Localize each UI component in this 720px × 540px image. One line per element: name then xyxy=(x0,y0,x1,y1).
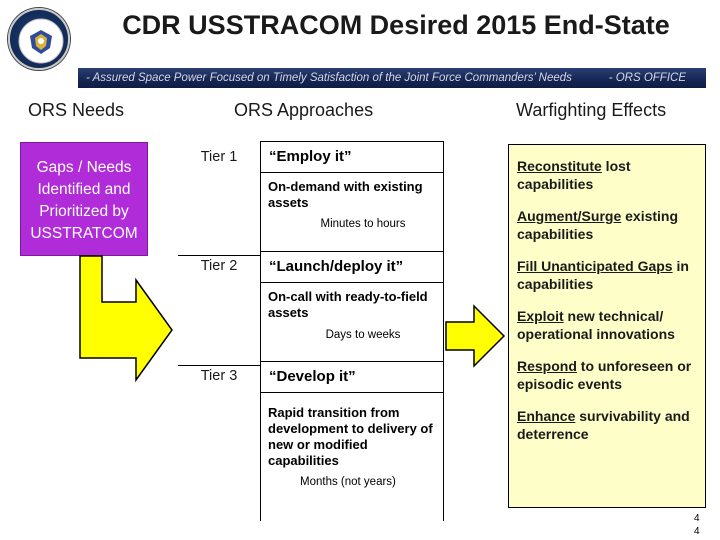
tier-block xyxy=(260,283,444,367)
needs-line: Gaps / Needs xyxy=(36,159,132,176)
tier-label: Tier 1 xyxy=(200,149,238,165)
subtitle-banner: - Assured Space Power Focused on Timely … xyxy=(78,68,706,88)
tier-timeframe: Days to weeks xyxy=(325,329,401,341)
effect-key: Reconstitute xyxy=(517,158,602,174)
effect-item: Enhance survivability and deterrence xyxy=(517,407,705,443)
page-number-line: 4 xyxy=(694,526,700,537)
tier-name: “Develop it” xyxy=(260,361,444,393)
tier-timeframe: Minutes to hours xyxy=(320,218,406,230)
page-number: 4 4 xyxy=(694,512,700,538)
column-header-approaches: ORS Approaches xyxy=(234,100,374,120)
effect-key: Respond xyxy=(517,358,577,374)
tier-label: Tier 3 xyxy=(200,368,238,384)
tier-description: On-demand with existing assets xyxy=(268,179,423,210)
effect-text: lost capabilities xyxy=(517,158,631,192)
needs-line: USSTRATCOM xyxy=(30,225,138,242)
effect-item: Exploit new technical/ operational innov… xyxy=(517,307,705,343)
bent-arrow xyxy=(79,255,173,383)
tier-description: Rapid transition from development to del… xyxy=(268,405,433,468)
right-arrow xyxy=(445,304,506,368)
needs-line: Prioritized by xyxy=(39,203,129,220)
needs-box: Gaps / Needs Identified and Prioritized … xyxy=(20,142,148,256)
effect-item: Fill Unanticipated Gaps in capabilities xyxy=(517,257,705,293)
effect-item: Augment/Surge existing capabilities xyxy=(517,207,705,243)
effect-key: Augment/Surge xyxy=(517,208,622,224)
page-title: CDR USSTRACOM Desired 2015 End-State xyxy=(122,10,670,40)
banner-office: - ORS OFFICE xyxy=(608,72,686,84)
effect-key: Enhance xyxy=(517,408,576,424)
effect-item: Reconstitute lost capabilities xyxy=(517,157,705,193)
tier-name: “Employ it” xyxy=(260,141,444,173)
banner-mission: - Assured Space Power Focused on Timely … xyxy=(86,72,572,84)
page-number-line: 4 xyxy=(694,513,700,524)
column-header-effects: Warfighting Effects xyxy=(516,100,667,120)
effect-text: existing capabilities xyxy=(517,208,679,242)
tier-timeframe: Months (not years) xyxy=(300,476,396,488)
effects-box: Reconstitute lost capabilities Augment/S… xyxy=(508,144,706,508)
approaches-tiers: Tier 1 “Employ it” On-demand with existi… xyxy=(178,141,444,521)
column-header-needs: ORS Needs xyxy=(28,100,125,120)
dod-seal-icon xyxy=(8,8,70,70)
tier-block xyxy=(260,393,444,521)
effect-text: new technical/ operational innovations xyxy=(517,308,675,342)
effect-key: Exploit xyxy=(517,308,564,324)
effect-text: to unforeseen or episodic events xyxy=(517,358,692,392)
needs-line: Identified and xyxy=(37,181,131,198)
tier-label: Tier 2 xyxy=(200,258,238,274)
effect-item: Respond to unforeseen or episodic events xyxy=(517,357,705,393)
tier-name: “Launch/deploy it” xyxy=(260,251,444,283)
effect-text: in capabilities xyxy=(517,258,689,292)
effect-text: survivability and deterrence xyxy=(517,408,690,442)
tier-block xyxy=(260,173,444,257)
effect-key: Fill Unanticipated Gaps xyxy=(517,258,673,274)
tier-description: On-call with ready-to-field assets xyxy=(268,289,428,320)
